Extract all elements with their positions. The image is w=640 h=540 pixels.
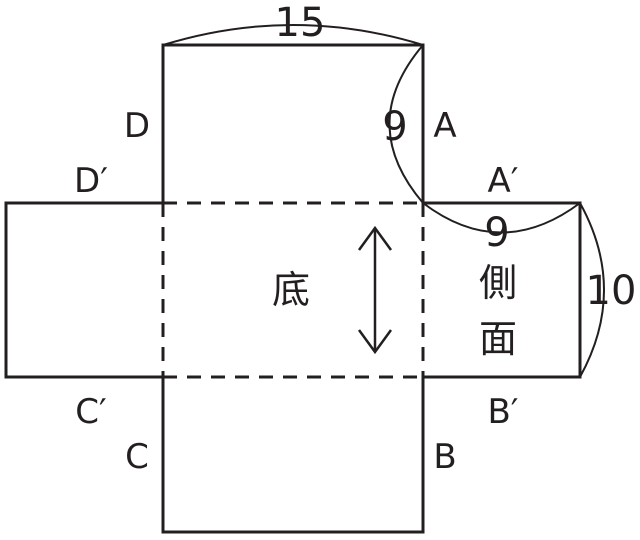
dimension-arcs [162, 24, 605, 378]
side-9-arc-horizontal [422, 202, 581, 234]
vertex-label-b-prime: B′ [487, 392, 518, 432]
vertex-label-c-prime: C′ [75, 392, 106, 432]
side-face-label-2: 面 [479, 317, 517, 361]
vertex-label-a-prime: A′ [488, 161, 519, 201]
vertex-label-b: B [433, 437, 456, 477]
bottom-flap-outline [161, 377, 425, 534]
top-flap-outline [161, 43, 425, 203]
net-outline [4, 43, 582, 534]
vertex-label-a: A [433, 106, 456, 146]
left-flap-outline [4, 201, 163, 379]
vertex-label-c: C [125, 437, 149, 477]
double-arrow-icon [357, 225, 393, 355]
fold-lines [161, 201, 425, 379]
right-side-face-outline [423, 201, 582, 379]
vertex-label-d-prime: D′ [74, 161, 108, 201]
bottom-face-label: 底 [272, 268, 310, 312]
vertex-label-d: D [124, 106, 150, 146]
side-9-arc-vertical [388, 44, 424, 204]
side-9-label-vertical: 9 [382, 104, 407, 150]
top-length-arc [162, 24, 424, 46]
side-10-arc [579, 202, 605, 378]
top-length-label: 15 [275, 0, 326, 46]
side-9-label-horizontal: 9 [484, 210, 509, 256]
side-10-label: 10 [586, 268, 637, 314]
side-face-label-1: 側 [479, 261, 517, 305]
